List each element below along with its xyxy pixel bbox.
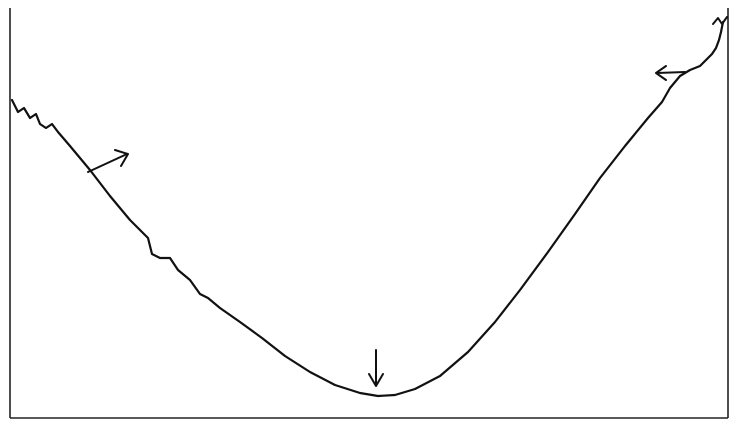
right-slope-arrow — [655, 65, 686, 81]
valley-river-arrow — [368, 349, 384, 387]
valley-profile-line — [10, 20, 725, 398]
left-slope-arrow — [87, 149, 129, 173]
top-right-scribble — [712, 16, 728, 25]
